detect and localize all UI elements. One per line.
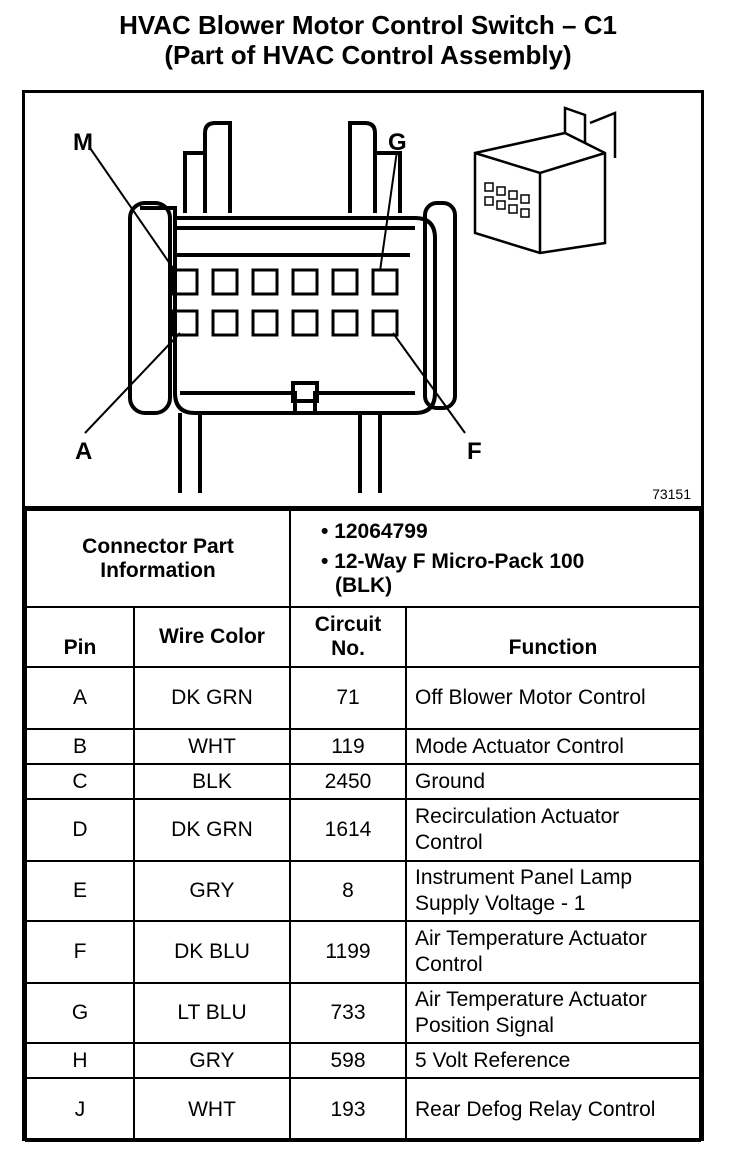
connector-type: 12-Way F Micro-Pack 100 (BLK) [334,549,585,597]
circuit-cell: 598 [289,1042,407,1079]
circuit-cell: 193 [289,1077,407,1142]
header-pin: Pin [25,606,135,668]
circuit-cell: 1614 [289,798,407,862]
title-line2: (Part of HVAC Control Assembly) [164,40,572,70]
function-cell: Mode Actuator Control [405,728,701,765]
function-cell: Off Blower Motor Control [405,666,701,730]
pin-cell: J [25,1077,135,1142]
wire-color-cell: WHT [133,1077,291,1142]
wire-color-cell: DK BLU [133,920,291,984]
pin-label-f: F [467,438,482,465]
function-cell: Air Temperature Actuator Position Signal [405,982,701,1044]
wire-color-cell: LT BLU [133,982,291,1044]
connector-face-drawing [84,106,617,493]
pinout-table: Connector Part Information • 12064799 • … [25,509,701,1142]
circuit-cell: 119 [289,728,407,765]
pin-label-m: M [73,129,93,156]
pin-cell: D [25,798,135,862]
function-cell: Ground [405,763,701,800]
wire-color-cell: GRY [133,1042,291,1079]
connector-sheet: M G A F 73151 Connector Part Information… [22,90,704,1142]
wire-color-cell: GRY [133,860,291,922]
wire-color-cell: BLK [133,763,291,800]
circuit-cell: 1199 [289,920,407,984]
pin-cell: B [25,728,135,765]
wire-color-cell: DK GRN [133,798,291,862]
pin-cell: F [25,920,135,984]
connector-diagram: M G A F 73151 [25,93,701,509]
pin-cell: A [25,666,135,730]
function-cell: Recirculation Actuator Control [405,798,701,862]
pin-label-a: A [75,438,93,465]
pin-cell: G [25,982,135,1044]
function-cell: 5 Volt Reference [405,1042,701,1079]
table-header: Pin Wire Color Circuit No. Function [25,606,701,668]
pin-cell: E [25,860,135,922]
function-cell: Instrument Panel Lamp Supply Voltage - 1 [405,860,701,922]
pin-cell: C [25,763,135,800]
header-wire-color: Wire Color [133,606,291,668]
function-cell: Air Temperature Actuator Control [405,920,701,984]
function-cell: Rear Defog Relay Control [405,1077,701,1142]
wire-color-cell: WHT [133,728,291,765]
wire-color-cell: DK GRN [133,666,291,730]
connector-info-list: • 12064799 • 12-Way F Micro-Pack 100 (BL… [321,519,585,597]
connector-info-row: Connector Part Information • 12064799 • … [25,509,701,608]
connector-info-label: Connector Part Information [25,509,291,608]
title-line1: HVAC Blower Motor Control Switch – C1 [119,10,617,40]
circuit-cell: 71 [289,666,407,730]
circuit-cell: 8 [289,860,407,922]
pin-cell: H [25,1042,135,1079]
circuit-cell: 2450 [289,763,407,800]
part-number: 12064799 [334,519,428,543]
header-circuit: Circuit No. [289,606,407,668]
figure-number: 73151 [652,486,691,502]
circuit-cell: 733 [289,982,407,1044]
header-function: Function [405,606,701,668]
pin-label-g: G [388,129,407,156]
